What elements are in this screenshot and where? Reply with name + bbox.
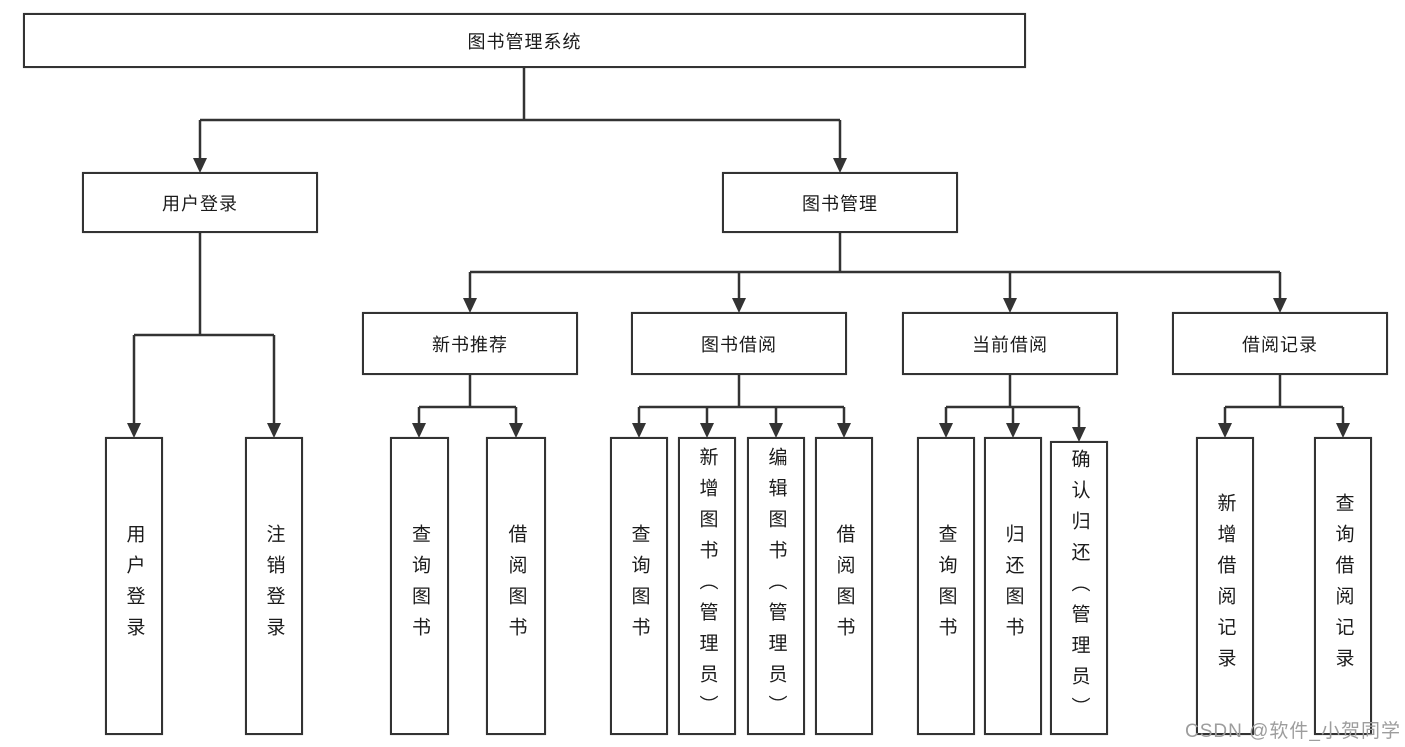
- node-user-login: 用户登录: [82, 172, 318, 233]
- node-cb-return-books-label: 归还图书: [1002, 524, 1024, 648]
- node-nbr-borrow-books-label: 借阅图书: [505, 524, 527, 648]
- node-nbr-query-books-label: 查询图书: [409, 524, 430, 648]
- node-user-login-action: 用户登录: [105, 437, 163, 735]
- node-nbr-borrow-books: 借阅图书: [486, 437, 546, 735]
- node-bb-edit-books-admin: 编辑图书（管理员）: [747, 437, 805, 735]
- connector-root-to-level2: [193, 68, 847, 173]
- node-bb-borrow-books-label: 借阅图书: [833, 524, 855, 648]
- connector-user-login-children: [127, 233, 281, 438]
- node-logout-label: 注销登录: [263, 524, 285, 648]
- node-current-borrowing-label: 当前借阅: [972, 334, 1048, 355]
- node-user-login-label: 用户登录: [162, 193, 238, 214]
- connector-book-management-children: [463, 233, 1287, 313]
- node-root-label: 图书管理系统: [467, 31, 582, 52]
- node-root: 图书管理系统: [23, 13, 1026, 68]
- node-cb-confirm-return-admin: 确认归还（管理员）: [1050, 441, 1108, 735]
- node-nbr-query-books: 查询图书: [390, 437, 449, 735]
- node-book-management-label: 图书管理: [802, 193, 878, 214]
- node-bb-query-books: 查询图书: [610, 437, 668, 735]
- node-bb-add-books-admin: 新增图书（管理员）: [678, 437, 736, 735]
- node-bb-edit-books-admin-label: 编辑图书（管理员）: [765, 446, 787, 726]
- node-br-add-record: 新增借阅记录: [1196, 437, 1254, 735]
- watermark-text: CSDN @软件_小贺同学: [1185, 721, 1401, 742]
- node-bb-query-books-label: 查询图书: [628, 524, 650, 648]
- node-new-book-recommend: 新书推荐: [362, 312, 578, 375]
- node-cb-confirm-return-admin-label: 确认归还（管理员）: [1068, 448, 1090, 728]
- connector-current-borrowing-children: [939, 375, 1086, 442]
- node-cb-query-books: 查询图书: [917, 437, 975, 735]
- node-book-borrowing: 图书借阅: [631, 312, 847, 375]
- node-user-login-action-label: 用户登录: [123, 524, 145, 648]
- node-br-query-record: 查询借阅记录: [1314, 437, 1372, 735]
- node-book-management: 图书管理: [722, 172, 958, 233]
- node-cb-return-books: 归还图书: [984, 437, 1042, 735]
- node-borrow-records-label: 借阅记录: [1242, 334, 1318, 355]
- connector-borrow-records-children: [1218, 375, 1350, 438]
- node-new-book-recommend-label: 新书推荐: [432, 334, 508, 355]
- node-bb-borrow-books: 借阅图书: [815, 437, 873, 735]
- node-br-add-record-label: 新增借阅记录: [1214, 493, 1236, 679]
- node-br-query-record-label: 查询借阅记录: [1332, 493, 1354, 679]
- connector-new-book-recommend-children: [412, 375, 523, 438]
- node-borrow-records: 借阅记录: [1172, 312, 1388, 375]
- connector-book-borrowing-children: [632, 375, 851, 438]
- node-logout: 注销登录: [245, 437, 303, 735]
- node-bb-add-books-admin-label: 新增图书（管理员）: [696, 446, 718, 726]
- node-cb-query-books-label: 查询图书: [935, 524, 957, 648]
- node-book-borrowing-label: 图书借阅: [701, 334, 777, 355]
- node-current-borrowing: 当前借阅: [902, 312, 1118, 375]
